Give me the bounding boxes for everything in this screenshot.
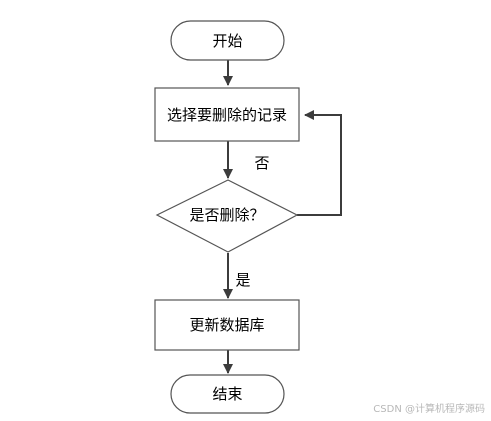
end-node-label: 结束 [212, 385, 242, 403]
start-node: 开始 [170, 20, 285, 61]
start-node-shape [170, 20, 285, 61]
delete-decision-node: 是否删除？ [155, 179, 299, 253]
edge-label-yes: 是 [235, 271, 250, 289]
select-record-node-label: 选择要删除的记录 [167, 106, 287, 124]
watermark-text: CSDN @计算机程序源码 [373, 404, 485, 415]
edge-decision-no-loop [297, 110, 342, 216]
delete-decision-node-label: 是否删除？ [189, 206, 264, 224]
update-database-node: 更新数据库 [154, 299, 300, 351]
update-database-node-label: 更新数据库 [189, 316, 264, 334]
update-database-node-shape [154, 299, 300, 351]
start-node-label: 开始 [212, 32, 242, 50]
select-record-node-shape [154, 87, 300, 142]
select-record-node: 选择要删除的记录 [154, 87, 300, 142]
end-node: 结束 [170, 374, 285, 414]
end-node-shape [170, 374, 285, 414]
edge-label-no: 否 [254, 154, 269, 172]
delete-decision-node-shape [155, 179, 299, 253]
